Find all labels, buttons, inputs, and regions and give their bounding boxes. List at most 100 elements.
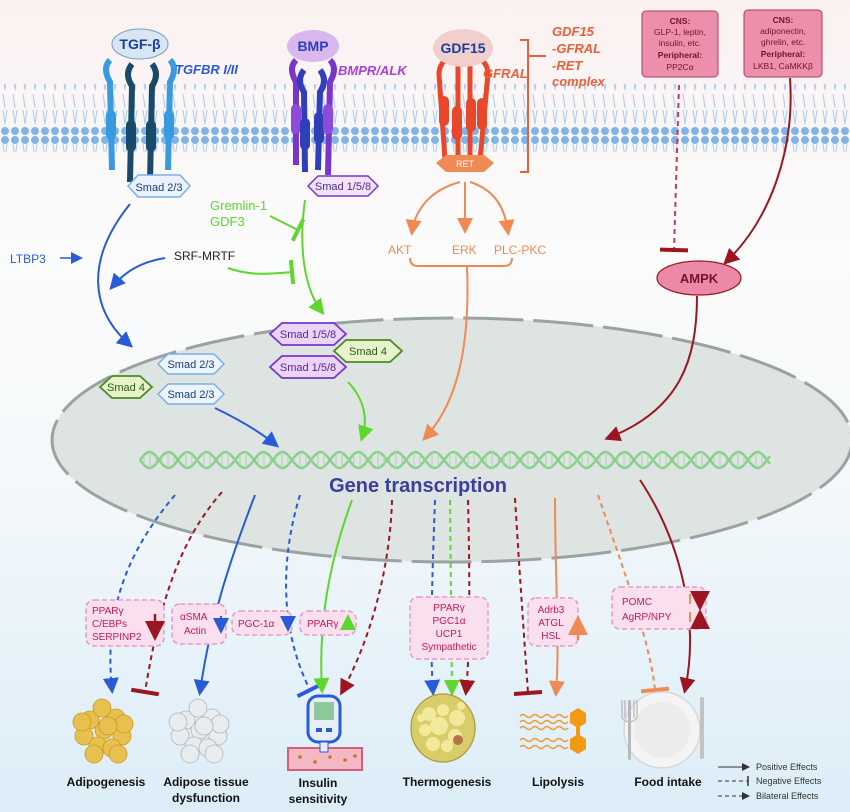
smad158-b-hexagon <box>268 355 348 379</box>
ret-label: RET <box>456 159 475 169</box>
cell <box>72 712 92 732</box>
complex-label-2: -GFRAL <box>552 41 601 56</box>
marker-box-pgc1a: PGC-1α <box>231 610 296 636</box>
marker-box-food: POMC AgRP/NPY <box>611 586 710 630</box>
dna-strand <box>139 450 771 470</box>
smad158-b-label: Smad 1/5/8 <box>280 362 336 374</box>
smad23-hexagon <box>126 174 192 198</box>
marker-agrp-npy: AgRP/NPY <box>622 612 672 623</box>
arrow-ampk-to-nucleus <box>604 295 698 442</box>
cns-box-1: CNS: GLP-1, leptin, insulin, etc. Periph… <box>641 10 719 78</box>
cns1-title: CNS: <box>670 16 691 26</box>
dna-strand <box>139 450 771 470</box>
inhibit-srf <box>227 259 296 285</box>
bmpr-label: BMPR/ALK <box>338 63 408 78</box>
outcome-dysfunction-1: Adipose tissue <box>163 775 249 789</box>
cns2-peripheral: LKB1, CaMKKβ <box>753 61 813 71</box>
arrow-ret-akt <box>405 181 461 236</box>
lipid-droplet <box>430 717 448 735</box>
cell <box>180 744 200 764</box>
cell <box>168 712 188 732</box>
marker-box-thermogenesis: PPARγ PGC1α UCP1 Sympathetic <box>409 596 489 660</box>
cell <box>188 698 208 718</box>
bmpr-receptor <box>289 57 337 176</box>
smad158-a-label: Smad 1/5/8 <box>280 329 336 341</box>
smad158-hexagon <box>306 175 380 197</box>
cns1-peripheral-title: Peripheral: <box>658 50 703 60</box>
legend-negative-label: Negative Effects <box>756 776 822 786</box>
arrow-smad23-to-nucleus <box>97 203 134 348</box>
marker-pgc1a: PGC-1α <box>238 619 275 630</box>
outcome-food-intake: Food intake <box>634 775 702 789</box>
outcome-insulin-1: Insulin <box>299 776 338 790</box>
tgfb-ligand <box>111 28 169 60</box>
outcome-adipogenesis: Adipogenesis <box>67 775 146 789</box>
complex-label-3: -RET <box>552 58 583 73</box>
cell <box>204 744 224 764</box>
akt-label: AKT <box>388 243 412 257</box>
akt-erk-plc-bracket <box>409 257 513 267</box>
marker-ucp1: UCP1 <box>436 629 463 640</box>
complex-bracket <box>520 39 546 173</box>
cns1-line-2: insulin, etc. <box>659 38 702 48</box>
dysfunctional-adipocyte-icon <box>168 698 230 764</box>
cns2-peripheral-title: Peripheral: <box>761 49 806 59</box>
cell <box>194 716 214 736</box>
complex-label-1: GDF15 <box>552 24 595 39</box>
ltbp3-label: LTBP3 <box>10 252 46 266</box>
cell <box>210 714 230 734</box>
marker-adrb3: Adrb3 <box>538 605 565 616</box>
inhibit-cns1-ampk <box>659 84 689 253</box>
smad23-b-hexagon <box>156 383 226 405</box>
mitochondrion <box>453 735 463 745</box>
nucleus <box>50 316 850 564</box>
bmp-ligand <box>287 30 339 62</box>
tgfbr-receptor <box>103 57 177 183</box>
arrow-smad158-to-nucleus <box>301 199 325 316</box>
arrow-to-dysfunction <box>193 494 256 696</box>
marker-box-lipolysis: Adrb3 ATGL HSL <box>527 597 588 647</box>
smad4-right-label: Smad 4 <box>349 346 387 358</box>
legend-positive-label: Positive Effects <box>756 762 818 772</box>
gremlin-label: Gremlin-1 <box>210 198 267 213</box>
lipid-droplet <box>417 714 425 722</box>
marker-ppary-thermo: PPARγ <box>433 603 465 614</box>
cell <box>108 744 128 764</box>
adipocyte-cluster-icon <box>72 698 134 764</box>
cns2-line-1: adiponectin, <box>760 26 806 36</box>
marker-pgc1a-thermo: PGC1α <box>432 616 465 627</box>
cns2-title: CNS: <box>773 15 794 25</box>
cell-membrane <box>0 84 850 152</box>
erk-label: ERK <box>452 243 477 257</box>
ampk-label: AMPK <box>680 271 719 286</box>
inhibit-lipolysis <box>513 497 543 696</box>
bmp-label: BMP <box>297 38 328 54</box>
complex-label-4: complex <box>552 74 606 89</box>
marker-pomc: POMC <box>622 597 652 608</box>
outcome-insulin-2: sensitivity <box>289 792 348 806</box>
arrow-cns2-ampk <box>723 77 792 265</box>
arrow-to-insulin-green <box>313 499 353 694</box>
cell <box>114 714 134 734</box>
arrow-kinases-to-nucleus <box>422 265 469 441</box>
smad4-right-hexagon <box>332 339 404 363</box>
legend: Positive Effects Negative Effects Bilate… <box>718 762 822 801</box>
arrow-smad-complex-to-dna <box>214 407 280 448</box>
ret-hexagon <box>436 155 494 172</box>
marker-sympathetic: Sympathetic <box>421 642 476 653</box>
smad23-top-label: Smad 2/3 <box>135 182 182 194</box>
smad23-b-label: Smad 2/3 <box>167 389 214 401</box>
legend-bilateral-label: Bilateral Effects <box>756 791 819 801</box>
inhibit-gremlin <box>269 215 306 242</box>
outcome-thermogenesis: Thermogenesis <box>403 775 492 789</box>
marker-cebps: C/EBPs <box>92 619 127 630</box>
triglyceride-icon <box>519 708 586 754</box>
dna-helix <box>139 450 771 470</box>
marker-serpinp2: SERPINP2 <box>92 632 142 643</box>
smad23-a-hexagon <box>156 353 226 375</box>
cns-box-2: CNS: adiponectin, ghrelin, etc. Peripher… <box>743 9 823 78</box>
gene-transcription-label: Gene transcription <box>329 475 507 497</box>
marker-asma: αSMA <box>180 612 208 623</box>
smad23-a-label: Smad 2/3 <box>167 359 214 371</box>
